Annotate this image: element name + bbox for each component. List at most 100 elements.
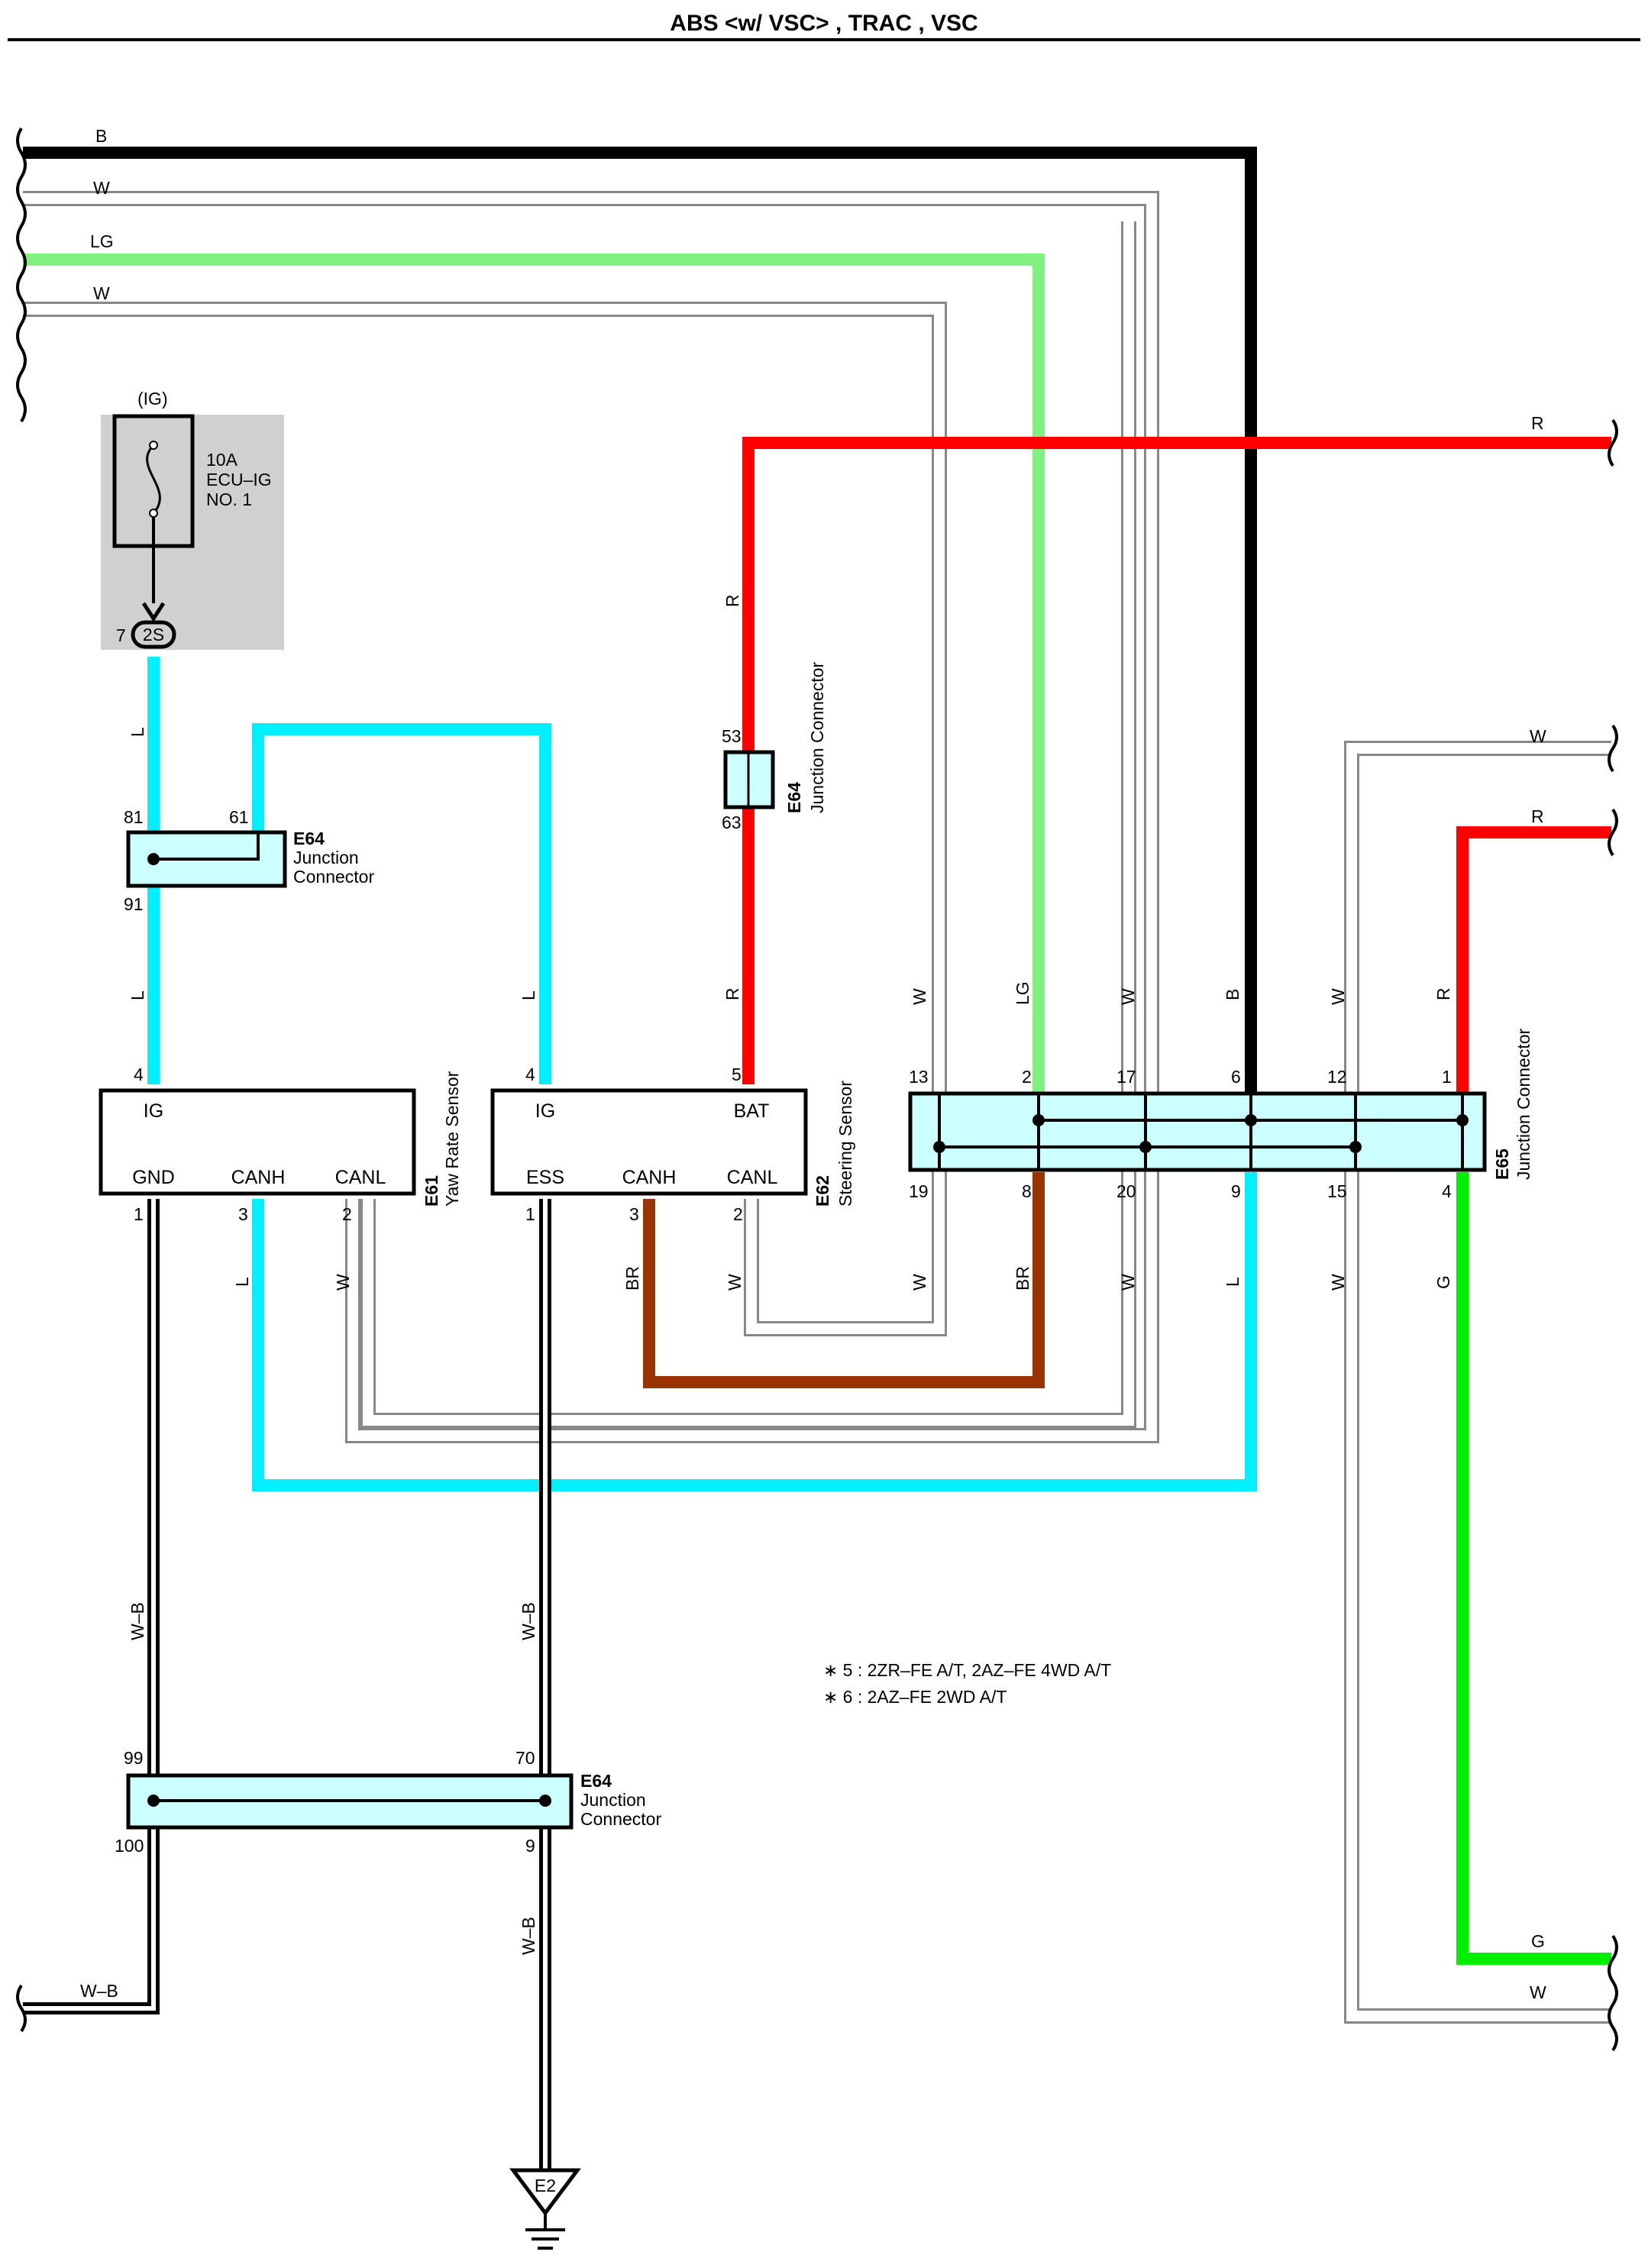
e62-pin-2: 2 [733,1204,743,1224]
fuse-connector-label: 2S [143,625,164,645]
svg-text:W–B: W–B [519,1602,538,1640]
e61-yaw-rate-sensor [99,1088,416,1196]
svg-text:W: W [1118,988,1138,1005]
e62-terminal-bat: BAT [734,1100,770,1122]
svg-text:L: L [128,990,147,1000]
e64-top-name-line2: Connector [293,867,374,887]
e61-code: E61 [422,1175,441,1207]
e61-terminal-gnd: GND [132,1167,175,1188]
svg-text:L: L [519,990,538,1000]
e64-top-junction [147,853,160,865]
fuse-terminal-bottom [149,509,158,518]
e65-pin-19: 19 [909,1181,929,1201]
e65-pin-6: 6 [1231,1067,1241,1087]
e64-mid-pin-63: 63 [722,813,742,832]
svg-text:G: G [1433,1275,1453,1289]
wire-w-right [1344,741,1611,2024]
e64-bottom-pin-70: 70 [515,1748,535,1768]
e65-pin-12: 12 [1327,1067,1347,1087]
svg-text:W: W [1328,1274,1348,1291]
fuse-name-line2: NO. 1 [206,489,252,509]
label-wire-b-top: B [95,126,107,146]
e64-bottom-pin-9: 9 [525,1836,535,1856]
e65-pin-9: 9 [1231,1181,1241,1201]
e62-terminal-ig: IG [535,1100,555,1122]
svg-text:R: R [1433,987,1453,1000]
e65-pin-8: 8 [1022,1181,1032,1201]
svg-text:L: L [1223,1277,1242,1287]
svg-text:W: W [910,988,929,1005]
e61-pin-1: 1 [134,1204,144,1224]
e64-mid-code: E64 [784,782,804,813]
svg-text:W: W [1118,1274,1138,1291]
label-wire-r-right: R [1531,413,1544,433]
label-wire-g-right: G [1531,1931,1545,1951]
svg-text:L: L [128,727,147,737]
wire-g [1456,1172,1611,1965]
e64-top-code: E64 [293,829,325,848]
wire-break-marks [16,127,1618,2052]
fuse-symbol [146,444,161,515]
e64-top-link [153,832,260,861]
e64-bottom-name-line1: Junction [580,1790,646,1810]
e64-top-pin-91: 91 [124,894,144,914]
e62-pin-4: 4 [525,1065,535,1084]
e62-code: E62 [813,1175,832,1207]
e64-bottom-pin-99: 99 [124,1748,144,1768]
svg-text:BR: BR [1013,1266,1032,1291]
e64-top-name-line1: Junction [293,848,359,867]
e62-pin-1: 1 [525,1204,535,1224]
e65-name: Junction Connector [1514,1028,1533,1180]
fuse-supply-label: (IG) [137,389,168,409]
note-line-2: ∗ 6 : 2AZ–FE 2WD A/T [823,1687,1007,1707]
wire-l-canh [252,1172,1257,1491]
wire-b [23,147,1257,1096]
svg-text:L: L [232,1277,252,1287]
e62-name: Steering Sensor [835,1081,855,1207]
diagram-title: ABS <w/ VSC> , TRAC , VSC [670,11,977,36]
e61-pin-4: 4 [134,1065,144,1084]
e61-terminal-canh: CANH [231,1167,286,1188]
e62-steering-sensor [490,1088,808,1196]
e65-code: E65 [1492,1149,1512,1180]
vertical-wire-labels: L L L R R W LG W B W R L W BR W W BR W L… [128,594,1453,1955]
e64-bottom-name-line2: Connector [580,1809,661,1829]
e64-mid-name: Junction Connector [807,661,827,813]
svg-text:BR: BR [622,1266,642,1291]
wire-lg [23,254,1045,1096]
ground-e2-label: E2 [535,2176,556,2195]
e62-pin-5: 5 [732,1065,742,1084]
e61-terminal-canl: CANL [335,1167,386,1188]
e65-pin-17: 17 [1116,1067,1136,1087]
wire-r-e65 [1456,826,1611,1096]
fuse-terminal-top [149,441,158,450]
e62-pin-3: 3 [629,1204,639,1224]
svg-text:R: R [722,594,742,607]
svg-text:LG: LG [1013,981,1032,1005]
e62-terminal-ess: ESS [526,1167,564,1188]
wire-r-bat [742,437,1611,1084]
svg-text:B: B [1223,989,1242,1000]
e62-terminal-canh: CANH [622,1167,677,1188]
e65-pin-2: 2 [1022,1067,1032,1087]
wire-l-e64-e62 [252,723,551,1084]
e65-pin-1: 1 [1442,1067,1452,1087]
e61-pin-2: 2 [342,1204,352,1224]
fuse-pin: 7 [116,625,126,645]
label-wire-r-right2: R [1531,806,1544,826]
fuse-name-line1: ECU–IG [206,470,272,489]
fuse-connector-2s [131,620,176,649]
e65-junction-connector [908,1091,1487,1172]
svg-text:W: W [1328,988,1348,1005]
e61-terminal-ig: IG [144,1100,163,1122]
e62-terminal-canl: CANL [727,1167,778,1188]
label-wire-w-right1: W [1530,726,1546,746]
fuse-arrow [141,602,166,622]
e65-junction-dots [933,1114,1469,1153]
wire-w-loop-1 [23,191,1159,1443]
e65-pin-20: 20 [1116,1181,1136,1201]
label-wire-lg-top: LG [90,231,114,251]
ground-e2-symbol [509,2168,581,2217]
label-wire-wb-left: W–B [80,1981,118,2001]
